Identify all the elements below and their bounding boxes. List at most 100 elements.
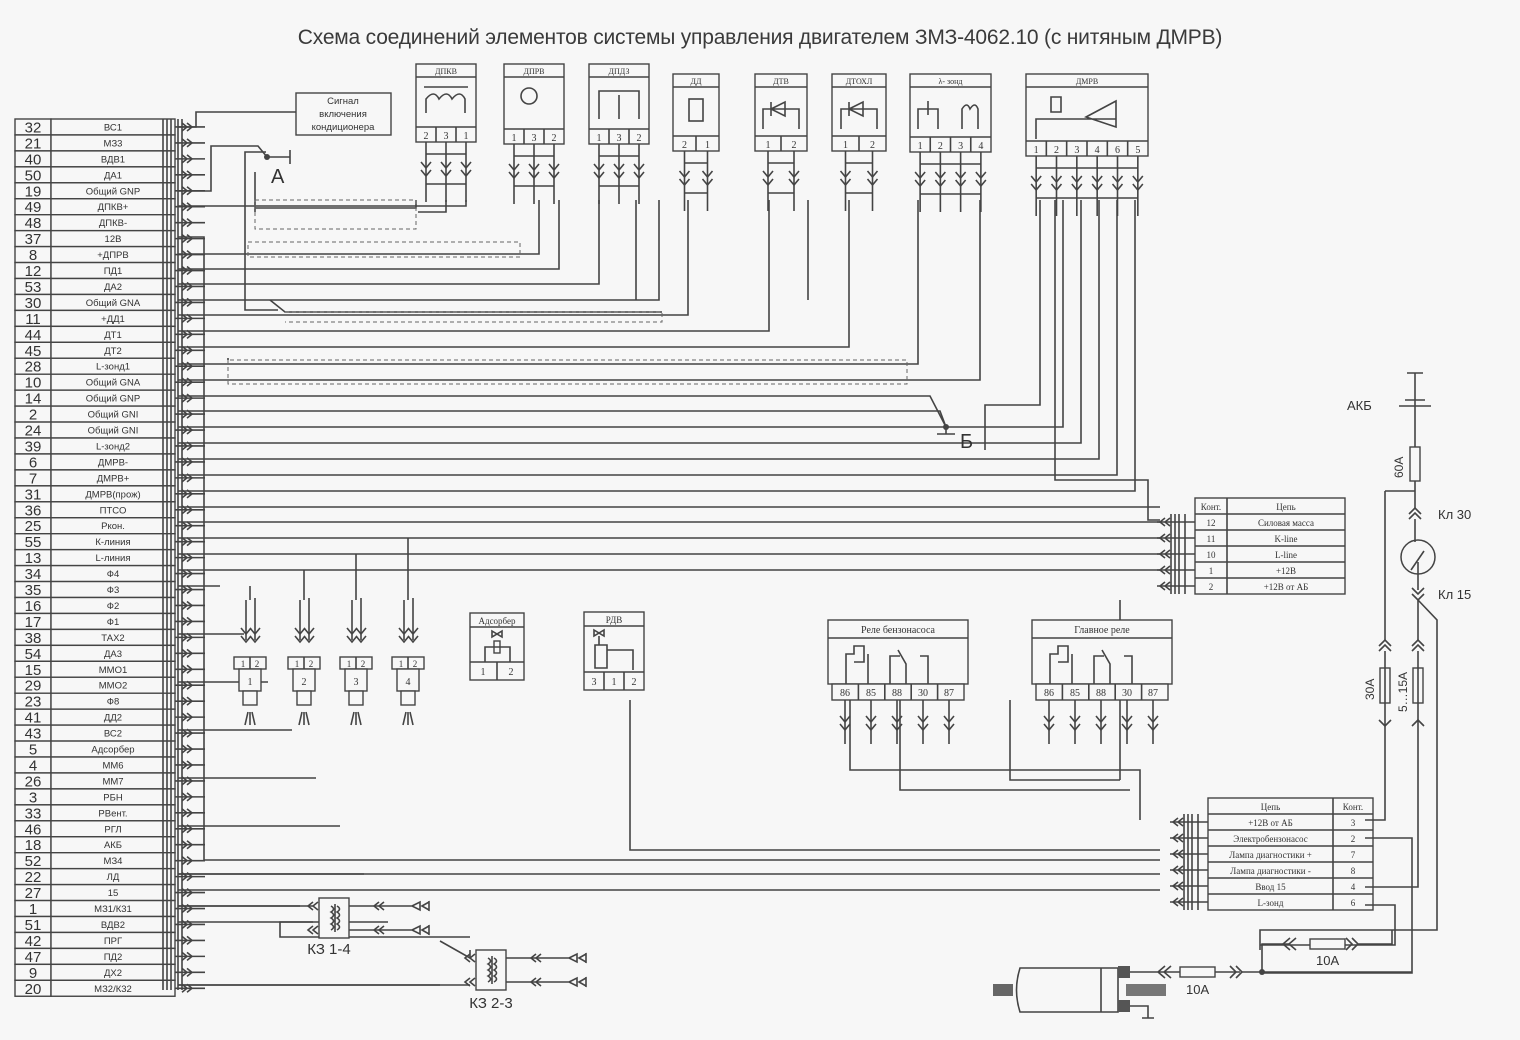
maf-icon <box>1035 96 1117 139</box>
ecu-pin-number: 42 <box>25 933 42 950</box>
connector-chevron-icon <box>181 696 194 706</box>
ecu-pin-number: 17 <box>25 614 42 631</box>
relay-label: Главное реле <box>1074 625 1130 636</box>
ecu-pin-number: 13 <box>25 550 42 567</box>
wire <box>178 200 1082 444</box>
ecu-pin-number: 37 <box>25 231 42 248</box>
ecu-pin-number: 15 <box>25 662 42 679</box>
wire <box>227 200 637 360</box>
ecu-pin-name: +ДПРВ <box>97 250 128 261</box>
ecu-pin-name: Ф1 <box>107 617 120 628</box>
ecu-pin-name: МЗ4 <box>104 856 123 867</box>
ecu-pin-name: L-зонд2 <box>96 441 130 452</box>
table-header: Цепь <box>1276 502 1295 512</box>
coil-label: КЗ 1-4 <box>307 941 350 958</box>
wire <box>269 299 662 313</box>
wire <box>1054 200 1160 521</box>
ecu-pin-number: 54 <box>25 646 42 663</box>
ecu-pin-name: Общий GNA <box>86 378 141 389</box>
table-cell: +12В от АБ <box>1264 582 1309 592</box>
ecu-pin-name: L-линия <box>96 553 131 564</box>
ecu-pin-name: ДА2 <box>104 282 122 293</box>
fuel-pump: 10А 10А <box>993 930 1412 1019</box>
connector-chevron-icon <box>1147 715 1159 732</box>
sensor-pin: 2 <box>552 133 557 144</box>
ecu-pin-number: 21 <box>25 135 42 152</box>
diode-icon <box>840 100 878 129</box>
sensor-label: ДТОХЛ <box>846 77 873 86</box>
injector-number: 3 <box>354 677 359 688</box>
ecu-pin-number: 48 <box>25 215 42 232</box>
sensor-pin: 6 <box>1115 145 1120 156</box>
table-cell: Лампа диагностики + <box>1229 850 1312 860</box>
ecu-pin-number: 30 <box>25 295 42 312</box>
connector-chevron-icon <box>240 627 252 644</box>
connector-chevron-icon <box>1121 715 1133 732</box>
connector-chevron-icon <box>306 925 319 935</box>
connector-chevron-icon <box>1158 549 1171 559</box>
sensor-pin: 1 <box>597 133 602 144</box>
valve-icon <box>491 629 503 639</box>
adsorber-pin-2: 2 <box>509 667 514 678</box>
connector-chevron-icon <box>303 627 315 644</box>
table-cell: 10 <box>1207 550 1217 560</box>
ecu-pin-row: 13 L-линия <box>14 548 176 567</box>
adsorber-pin-1: 1 <box>481 667 486 678</box>
connector-chevron-icon <box>346 627 358 644</box>
ecu-pin-name: ТАХ2 <box>101 633 124 644</box>
ecu-pin-name: ДМРВ- <box>98 457 128 468</box>
ecu-pin-name: МЗ3 <box>104 138 123 149</box>
ecu-pin-name: ДД2 <box>104 713 122 724</box>
fuse-30a-label: 30А <box>1363 679 1377 700</box>
connector-chevron-icon <box>528 163 540 180</box>
wire <box>178 145 268 192</box>
connector-chevron-icon <box>181 967 194 977</box>
ecu-pin-number: 45 <box>25 343 42 360</box>
ecu-pin-number: 19 <box>25 183 42 200</box>
diode-icon <box>762 100 800 129</box>
ecu-pin-name: ВДВ2 <box>101 920 125 931</box>
adsorber-valve: Адсорбер 1 2 <box>469 612 525 681</box>
table-cell: Силовая масса <box>1258 518 1314 528</box>
table-cell: Ввод 15 <box>1255 882 1286 892</box>
connector-chevron-icon <box>181 584 194 595</box>
ecu-pin-number: 6 <box>29 454 37 471</box>
sensor-label: ДПДЗ <box>609 67 630 76</box>
ecu-pin-row: 6 ДМРВ- <box>14 453 176 471</box>
connector-chevron-icon <box>1171 849 1184 859</box>
injector-pin: 1 <box>399 659 404 669</box>
shield-wire <box>247 241 521 258</box>
connector-chevron-icon <box>181 792 194 802</box>
sensor-label: ДД <box>691 77 702 86</box>
ecu-pin-number: 50 <box>25 167 42 184</box>
ecu-pin-number: 35 <box>25 582 42 599</box>
power-circuit: АКБ 60А Кл 30 Кл 15 30А 5…15А <box>1259 372 1471 974</box>
wire <box>244 151 266 228</box>
injector-pin: 2 <box>255 659 260 669</box>
ecu-pin-name: ДА1 <box>104 170 122 181</box>
ecu-pin-name: АКБ <box>104 840 122 851</box>
table-cell: 4 <box>1351 882 1356 892</box>
wire <box>178 200 1118 476</box>
connector-chevron-icon <box>593 163 605 180</box>
sensor-label: ДПРВ <box>523 67 544 76</box>
ecu-pin-number: 22 <box>25 869 42 886</box>
piezo-icon <box>688 98 704 122</box>
sensor-pin: 1 <box>705 140 710 151</box>
ecu-pin-number: 24 <box>25 423 42 440</box>
ecu-pin-name: Ркон. <box>101 521 125 532</box>
connector-chevron-icon <box>181 521 194 531</box>
potentiometer-icon <box>598 90 640 119</box>
wire <box>249 538 409 600</box>
